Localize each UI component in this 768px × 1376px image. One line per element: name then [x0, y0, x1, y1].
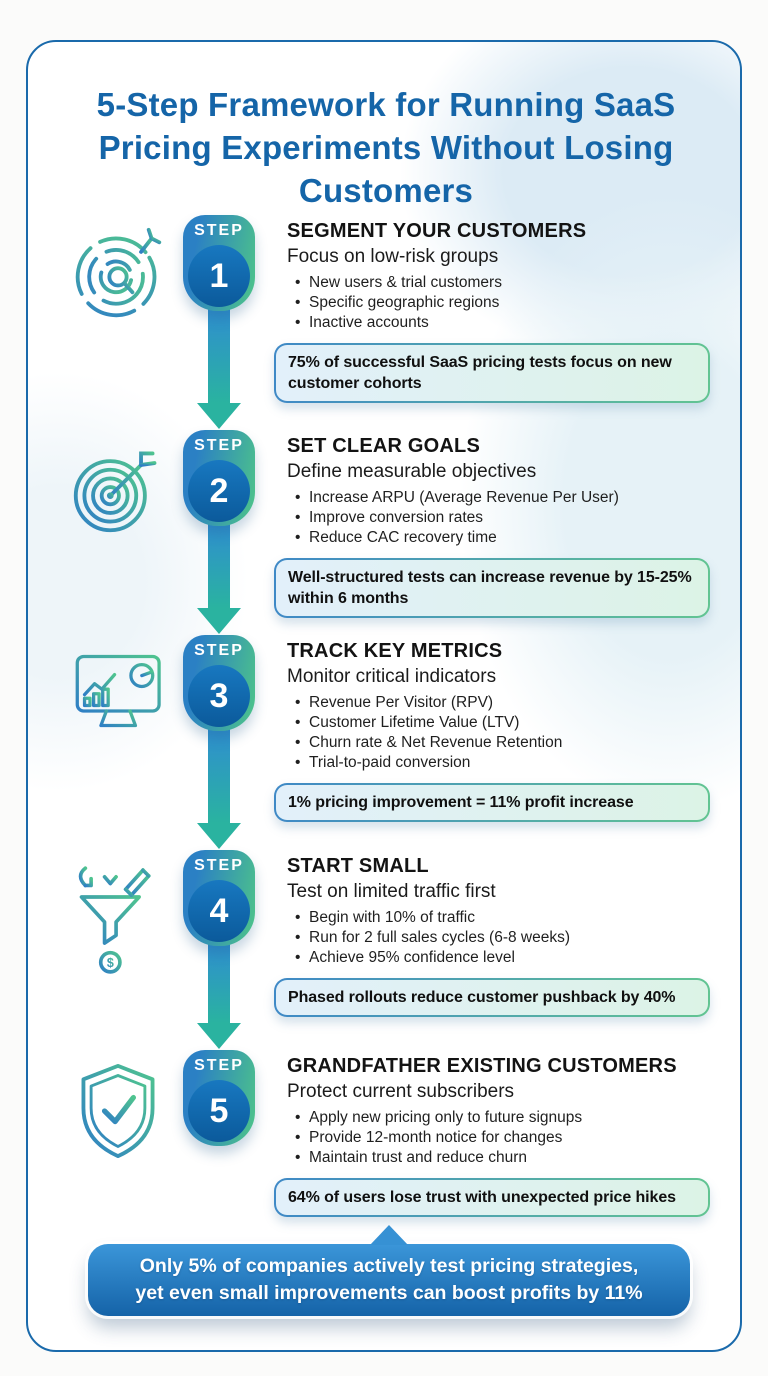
- step-4-bullets: Begin with 10% of traffic Run for 2 full…: [287, 908, 703, 968]
- step-1-heading: SEGMENT YOUR CUSTOMERS: [287, 220, 587, 242]
- step-2-bullets: Increase ARPU (Average Revenue Per User)…: [287, 488, 703, 548]
- shield-check-icon: [70, 1058, 170, 1188]
- bullet-item: Provide 12-month notice for changes: [287, 1128, 703, 1148]
- banner-pointer-icon: [370, 1225, 408, 1245]
- step-1-bullets: New users & trial customers Specific geo…: [287, 273, 703, 333]
- bullet-item: Increase ARPU (Average Revenue Per User): [287, 488, 703, 508]
- footer-stat-banner: Only 5% of companies actively test prici…: [88, 1225, 690, 1316]
- bullet-item: Maintain trust and reduce churn: [287, 1148, 703, 1168]
- bullet-item: Reduce CAC recovery time: [287, 528, 703, 548]
- step-label: STEP: [194, 642, 244, 659]
- bullet-item: Achieve 95% confidence level: [287, 948, 703, 968]
- step-1-section: STEP 1 SEGMENT YOUR CUSTOMERS Focus on l…: [28, 215, 740, 429]
- bullet-item: Trial-to-paid conversion: [287, 753, 703, 773]
- step-4-heading: START SMALL: [287, 855, 429, 877]
- step-2-subtitle: Define measurable objectives: [287, 461, 537, 482]
- bullet-item: Revenue Per Visitor (RPV): [287, 693, 703, 713]
- svg-text:$: $: [107, 956, 114, 970]
- step-2-section: STEP 2 SET CLEAR GOALS Define measurable…: [28, 430, 740, 634]
- step-label: STEP: [194, 437, 244, 454]
- bullet-item: Begin with 10% of traffic: [287, 908, 703, 928]
- step-5-badge: STEP 5: [183, 1050, 255, 1146]
- step-5-stat-callout: 64% of users lose trust with unexpected …: [274, 1178, 710, 1217]
- step-label: STEP: [194, 1057, 244, 1074]
- down-arrow-icon: [197, 943, 241, 1049]
- page-title: 5-Step Framework for Running SaaS Pricin…: [96, 86, 676, 209]
- step-2-badge: STEP 2: [183, 430, 255, 526]
- step-3-stat-callout: 1% pricing improvement = 11% profit incr…: [274, 783, 710, 822]
- bullet-item: Apply new pricing only to future signups: [287, 1108, 703, 1128]
- step-number: 4: [188, 880, 250, 942]
- step-number: 2: [188, 460, 250, 522]
- step-2-stat-callout: Well-structured tests can increase reven…: [274, 558, 710, 618]
- funnel-test-icon: $: [70, 858, 170, 988]
- bullet-item: Specific geographic regions: [287, 293, 703, 313]
- step-4-section: $ STEP 4 START SMALL Test on limited tra…: [28, 850, 740, 1049]
- step-3-heading: TRACK KEY METRICS: [287, 640, 503, 662]
- footer-stat-text: Only 5% of companies actively test prici…: [135, 1255, 643, 1304]
- step-5-bullets: Apply new pricing only to future signups…: [287, 1108, 703, 1168]
- bullet-item: Run for 2 full sales cycles (6-8 weeks): [287, 928, 703, 948]
- step-3-bullets: Revenue Per Visitor (RPV) Customer Lifet…: [287, 693, 703, 773]
- step-5-subtitle: Protect current subscribers: [287, 1081, 515, 1102]
- step-label: STEP: [194, 857, 244, 874]
- step-1-badge: STEP 1: [183, 215, 255, 311]
- step-1-subtitle: Focus on low-risk groups: [287, 246, 499, 267]
- metrics-dashboard-icon: [70, 643, 170, 773]
- step-number: 5: [188, 1080, 250, 1142]
- step-3-subtitle: Monitor critical indicators: [287, 666, 497, 687]
- bullet-item: Inactive accounts: [287, 313, 703, 333]
- step-number: 3: [188, 665, 250, 727]
- bullet-item: Churn rate & Net Revenue Retention: [287, 733, 703, 753]
- down-arrow-icon: [197, 728, 241, 849]
- step-4-stat-callout: Phased rollouts reduce customer pushback…: [274, 978, 710, 1017]
- target-goal-icon: [70, 438, 170, 568]
- step-5-heading: GRANDFATHER EXISTING CUSTOMERS: [287, 1055, 677, 1077]
- infographic-card: 5-Step Framework for Running SaaS Pricin…: [26, 40, 742, 1352]
- customer-segmentation-icon: [70, 223, 170, 353]
- down-arrow-icon: [197, 523, 241, 634]
- step-4-badge: STEP 4: [183, 850, 255, 946]
- step-3-badge: STEP 3: [183, 635, 255, 731]
- step-2-heading: SET CLEAR GOALS: [287, 435, 481, 457]
- down-arrow-icon: [197, 308, 241, 429]
- step-number: 1: [188, 245, 250, 307]
- step-3-section: STEP 3 TRACK KEY METRICS Monitor critica…: [28, 635, 740, 849]
- step-4-subtitle: Test on limited traffic first: [287, 881, 496, 902]
- bullet-item: Customer Lifetime Value (LTV): [287, 713, 703, 733]
- step-5-section: STEP 5 GRANDFATHER EXISTING CUSTOMERS Pr…: [28, 1050, 740, 1217]
- bullet-item: New users & trial customers: [287, 273, 703, 293]
- step-1-stat-callout: 75% of successful SaaS pricing tests foc…: [274, 343, 710, 403]
- bullet-item: Improve conversion rates: [287, 508, 703, 528]
- step-label: STEP: [194, 222, 244, 239]
